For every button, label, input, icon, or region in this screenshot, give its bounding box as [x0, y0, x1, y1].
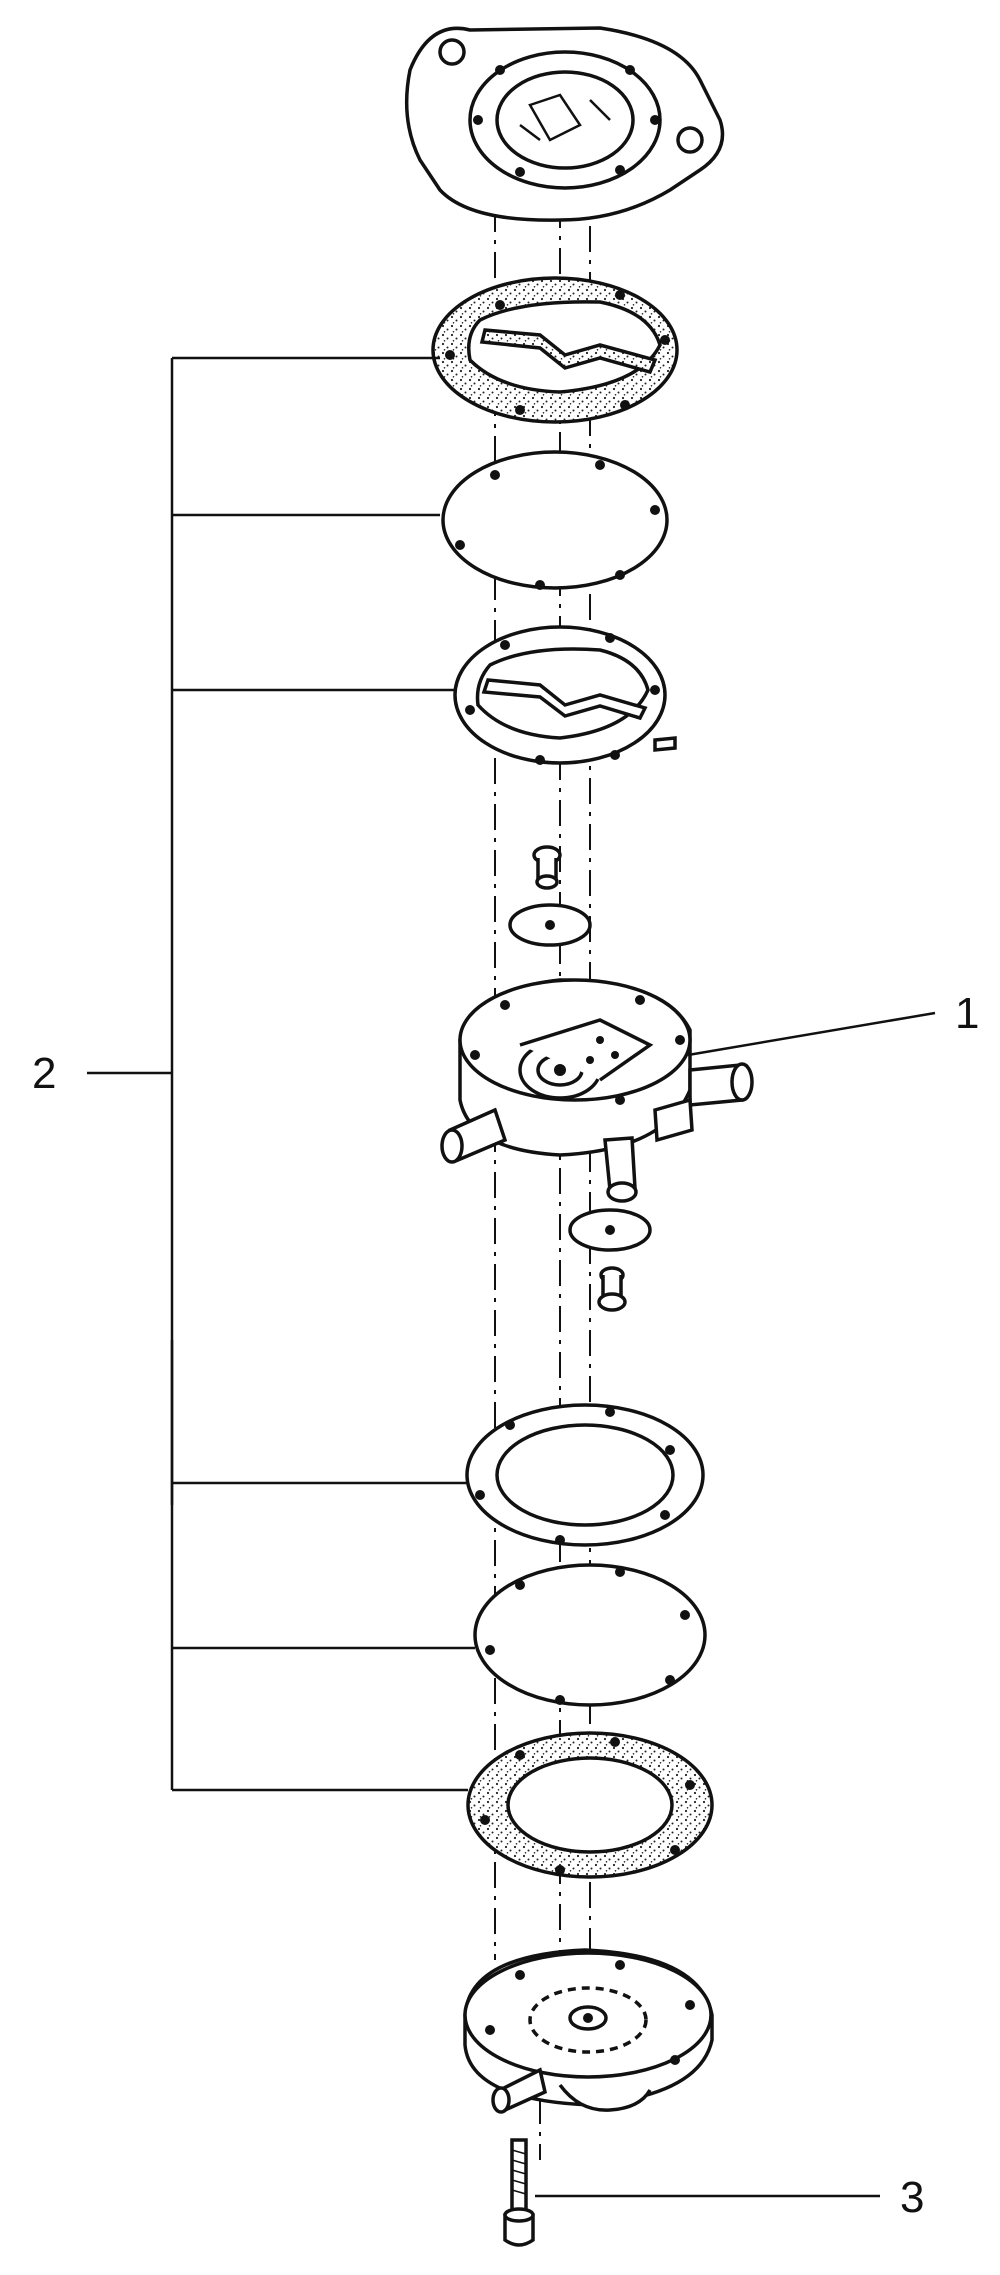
bottom-cover [463, 1948, 714, 2114]
top-cover [404, 26, 725, 222]
leader-line-1 [687, 1011, 936, 1057]
pump-body [440, 978, 754, 1203]
lower-valve-washer [568, 1208, 652, 1252]
lower-valve-screw [597, 1266, 627, 1312]
callout-1: 1 [955, 989, 979, 1038]
upper-valve-gasket [453, 625, 677, 765]
callout-2: 2 [32, 1049, 56, 1098]
lower-stippled-gasket [466, 1731, 714, 1879]
leader-line-2 [87, 356, 475, 1792]
mounting-bolt [503, 2138, 535, 2247]
upper-diaphragm [441, 450, 669, 590]
upper-valve-screw [532, 845, 562, 890]
upper-valve-washer [508, 903, 592, 947]
top-stippled-gasket [431, 276, 679, 424]
lower-ring-gasket [465, 1403, 705, 1547]
callout-3: 3 [900, 2173, 924, 2222]
lower-diaphragm [473, 1563, 707, 1707]
